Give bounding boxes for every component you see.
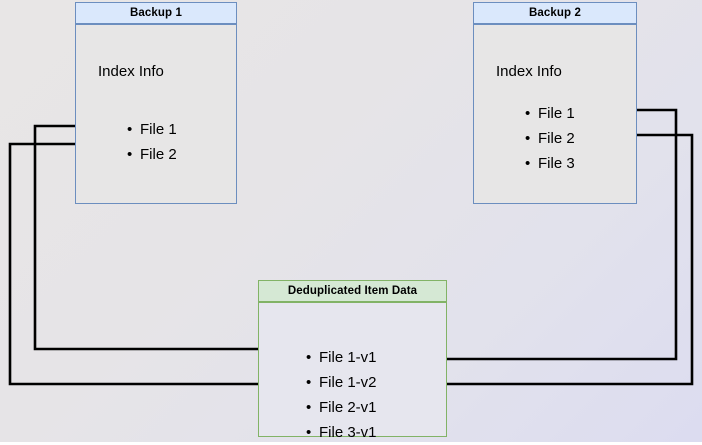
- backup-1-index-label: Index Info: [98, 63, 164, 80]
- backup-2-index-label: Index Info: [496, 63, 562, 80]
- list-item[interactable]: File 2: [525, 126, 575, 151]
- backup-2-title: Backup 2: [473, 2, 637, 24]
- deduplicated-item-data-title: Deduplicated Item Data: [258, 280, 447, 302]
- list-item[interactable]: File 2: [127, 142, 177, 167]
- list-item[interactable]: File 3-v1: [306, 420, 376, 445]
- list-item[interactable]: File 1-v1: [306, 345, 376, 370]
- backup-2-body: Index Info File 1 File 2 File 3: [473, 24, 637, 204]
- list-item[interactable]: File 2-v1: [306, 395, 376, 420]
- backup-1-body: Index Info File 1 File 2: [75, 24, 237, 204]
- list-item[interactable]: File 1: [525, 101, 575, 126]
- backup-2-box[interactable]: Backup 2 Index Info File 1 File 2 File 3: [473, 2, 637, 204]
- list-item[interactable]: File 1: [127, 117, 177, 142]
- deduplicated-item-data-box[interactable]: Deduplicated Item Data File 1-v1 File 1-…: [258, 280, 447, 445]
- dedup-file-list: File 1-v1 File 1-v2 File 2-v1 File 3-v1: [305, 345, 376, 445]
- deduplicated-item-data-body: File 1-v1 File 1-v2 File 2-v1 File 3-v1: [258, 302, 447, 445]
- list-item[interactable]: File 1-v2: [306, 370, 376, 395]
- list-item[interactable]: File 3: [525, 151, 575, 176]
- backup-2-file-list: File 1 File 2 File 3: [524, 101, 575, 176]
- backup-1-title: Backup 1: [75, 2, 237, 24]
- backup-1-file-list: File 1 File 2: [126, 117, 177, 167]
- backup-1-box[interactable]: Backup 1 Index Info File 1 File 2: [75, 2, 237, 204]
